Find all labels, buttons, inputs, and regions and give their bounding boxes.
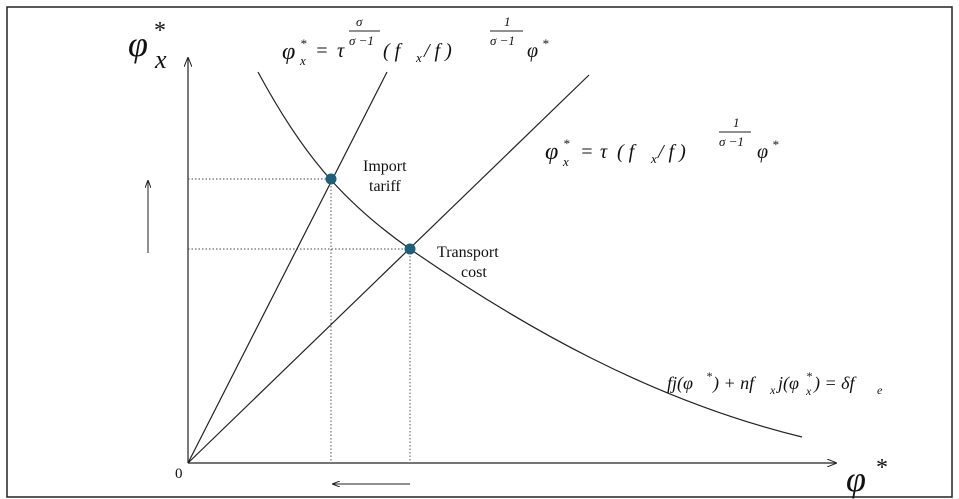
y-axis-label: φ bbox=[128, 24, 148, 64]
svg-text:*: * bbox=[300, 36, 307, 51]
svg-text:*: * bbox=[706, 369, 712, 383]
svg-text:σ −1: σ −1 bbox=[349, 33, 374, 48]
svg-text:x: x bbox=[769, 383, 776, 397]
x-axis-star: * bbox=[876, 455, 888, 481]
import-tariff-label-2: tariff bbox=[369, 178, 401, 195]
transport-cost-label-1: Transport bbox=[437, 244, 499, 261]
y-axis-symbol: φ bbox=[128, 24, 148, 64]
svg-text:φ: φ bbox=[757, 141, 768, 163]
outer-frame bbox=[6, 6, 953, 498]
svg-text:τ: τ bbox=[337, 40, 345, 62]
shallow-ray-line bbox=[187, 74, 590, 464]
zcp-equation: fj(φ * ) + nf x j(φ * x ) = δf e bbox=[667, 369, 883, 398]
svg-text:τ: τ bbox=[600, 141, 608, 163]
y-axis-subscript: x bbox=[154, 45, 167, 74]
origin-label: 0 bbox=[175, 466, 183, 482]
x-axis-label: φ bbox=[846, 459, 866, 499]
svg-text:j(φ: j(φ bbox=[776, 373, 799, 394]
transport-cost-point bbox=[404, 243, 416, 255]
svg-text:*: * bbox=[772, 137, 779, 152]
svg-text:/ f ): / f ) bbox=[423, 40, 452, 62]
steep-ray-equation: φ * x = τ σ σ −1 ( f x / f ) 1 σ −1 φ * bbox=[282, 14, 549, 68]
svg-text:=: = bbox=[580, 141, 594, 163]
svg-text:x: x bbox=[805, 384, 812, 398]
svg-text:=: = bbox=[315, 40, 329, 62]
svg-text:x: x bbox=[415, 50, 422, 65]
svg-text:*: * bbox=[563, 136, 570, 151]
steep-ray-line bbox=[187, 71, 388, 464]
svg-text:fj(φ: fj(φ bbox=[667, 373, 693, 394]
svg-text:/ f ): / f ) bbox=[657, 141, 686, 163]
import-tariff-point bbox=[325, 173, 337, 185]
svg-text:φ: φ bbox=[282, 39, 295, 65]
svg-text:1: 1 bbox=[504, 14, 511, 29]
svg-text:x: x bbox=[299, 53, 306, 68]
svg-text:e: e bbox=[877, 383, 883, 397]
svg-text:) + nf: ) + nf bbox=[712, 373, 757, 394]
svg-text:x: x bbox=[562, 154, 569, 169]
svg-text:φ: φ bbox=[527, 40, 538, 62]
svg-text:) = δf: ) = δf bbox=[813, 373, 858, 394]
svg-text:( f: ( f bbox=[617, 141, 637, 163]
svg-text:1: 1 bbox=[733, 115, 740, 130]
transport-cost-label-2: cost bbox=[461, 264, 487, 281]
svg-text:*: * bbox=[806, 369, 812, 383]
zcp-curve bbox=[257, 71, 803, 438]
svg-text:φ: φ bbox=[545, 139, 558, 165]
svg-text:*: * bbox=[542, 36, 549, 51]
import-tariff-label-1: Import bbox=[363, 158, 407, 175]
svg-text:x: x bbox=[650, 151, 657, 166]
shallow-ray-equation: φ * x = τ ( f x / f ) 1 σ −1 φ * bbox=[545, 115, 779, 169]
svg-text:σ: σ bbox=[356, 14, 363, 29]
svg-text:( f: ( f bbox=[383, 40, 403, 62]
svg-text:σ −1: σ −1 bbox=[490, 33, 515, 48]
y-axis-star: * bbox=[154, 18, 166, 44]
svg-text:σ −1: σ −1 bbox=[719, 134, 744, 149]
